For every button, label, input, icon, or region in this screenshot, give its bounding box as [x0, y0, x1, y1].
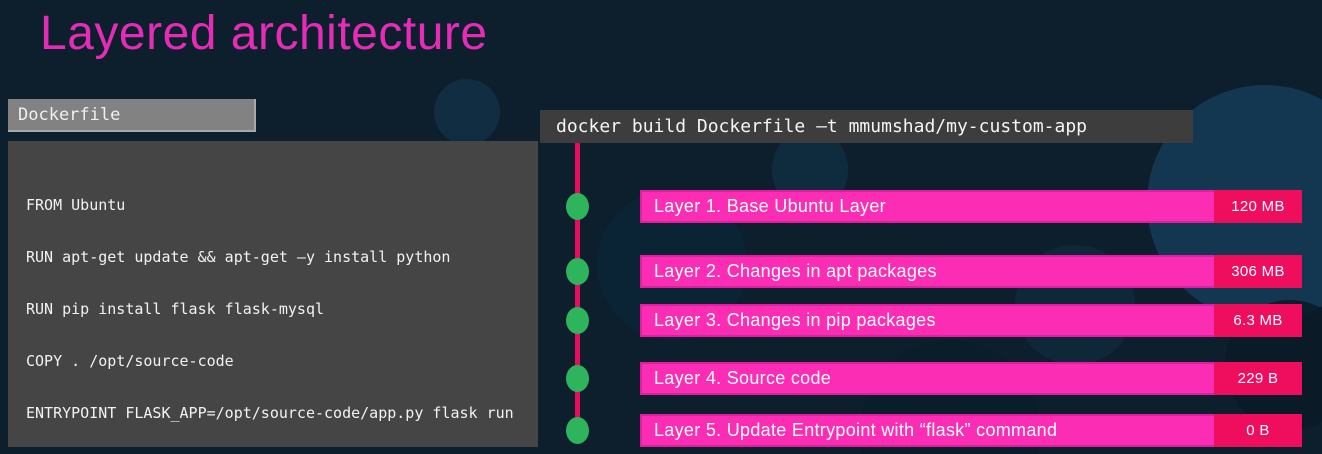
layer-size-badge: 120 MB — [1214, 190, 1302, 223]
code-line-copy: COPY . /opt/source-code — [26, 352, 234, 370]
layer-label: Layer 3. Changes in pip packages — [654, 310, 936, 330]
build-timeline-line — [575, 143, 580, 431]
code-line-entrypoint: ENTRYPOINT FLASK_APP=/opt/source-code/ap… — [26, 404, 514, 422]
docker-build-command-text: docker build Dockerfile –t mmumshad/my-c… — [556, 116, 1088, 137]
layer-label: Layer 5. Update Entrypoint with “flask” … — [654, 420, 1058, 440]
layer-bar-5: Layer 5. Update Entrypoint with “flask” … — [640, 414, 1302, 447]
layer-size-badge: 306 MB — [1214, 255, 1302, 288]
layer-bar-3: Layer 3. Changes in pip packages 6.3 MB — [640, 304, 1302, 337]
docker-build-command: docker build Dockerfile –t mmumshad/my-c… — [540, 110, 1193, 143]
layer-label: Layer 1. Base Ubuntu Layer — [654, 196, 886, 216]
code-line-run-pip: RUN pip install flask flask-mysql — [26, 300, 325, 318]
layer-label: Layer 2. Changes in apt packages — [654, 261, 937, 281]
code-line-run-apt: RUN apt-get update && apt-get –y install… — [26, 248, 451, 266]
timeline-dot-4 — [566, 365, 589, 392]
bokeh-circle — [434, 79, 500, 145]
layer-bar-1: Layer 1. Base Ubuntu Layer 120 MB — [640, 190, 1302, 223]
layer-bar-2: Layer 2. Changes in apt packages 306 MB — [640, 255, 1302, 288]
timeline-dot-1 — [566, 193, 589, 220]
dockerfile-code-panel: FROM Ubuntu RUN apt-get update && apt-ge… — [8, 141, 538, 447]
layer-label: Layer 4. Source code — [654, 368, 832, 388]
timeline-dot-2 — [566, 258, 589, 285]
code-line-from: FROM Ubuntu — [26, 196, 126, 214]
dockerfile-label-text: Dockerfile — [18, 104, 121, 125]
layer-bar-4: Layer 4. Source code 229 B — [640, 362, 1302, 395]
layer-size-badge: 229 B — [1214, 362, 1302, 395]
layer-size-badge: 6.3 MB — [1214, 304, 1302, 337]
page-title: Layered architecture — [40, 7, 488, 60]
dockerfile-label: Dockerfile — [8, 99, 256, 132]
layer-size-badge: 0 B — [1214, 414, 1302, 447]
timeline-dot-3 — [566, 307, 589, 334]
timeline-dot-5 — [566, 417, 589, 444]
